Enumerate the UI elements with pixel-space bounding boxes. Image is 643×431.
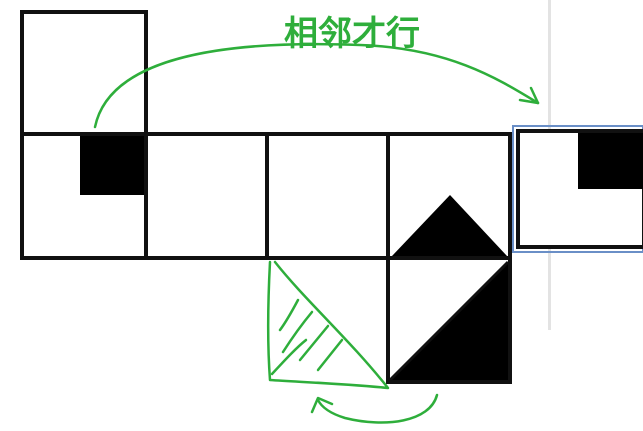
hatch-stroke-2 xyxy=(281,310,314,354)
hatch-stroke-3 xyxy=(298,324,330,362)
black-triangle-pattern xyxy=(392,195,507,256)
reference-face-highlight xyxy=(512,125,643,253)
hatch-stroke-1 xyxy=(278,298,300,332)
net-square-2 xyxy=(144,132,269,260)
rotation-arrow-curve xyxy=(316,393,439,424)
adjacency-annotation-label: 相邻才行 xyxy=(284,14,420,54)
adjacency-arrow-head xyxy=(518,86,540,105)
adjacency-arrow-curve xyxy=(93,42,540,129)
net-square-bottom xyxy=(386,256,512,384)
net-square-3 xyxy=(265,132,390,260)
bottom-square-diagonal xyxy=(388,260,510,382)
reference-face-white-corner xyxy=(520,133,578,189)
rotation-arrow-head xyxy=(310,396,334,414)
net-square-top xyxy=(20,10,148,136)
cube-net xyxy=(20,10,512,384)
black-square-pattern xyxy=(80,136,144,195)
green-annotations xyxy=(93,42,540,424)
reference-face-black-square xyxy=(578,133,643,189)
hatch-stroke-4 xyxy=(316,338,344,372)
hatch-stroke-5 xyxy=(270,338,308,376)
hatched-triangle-outline xyxy=(266,260,390,390)
